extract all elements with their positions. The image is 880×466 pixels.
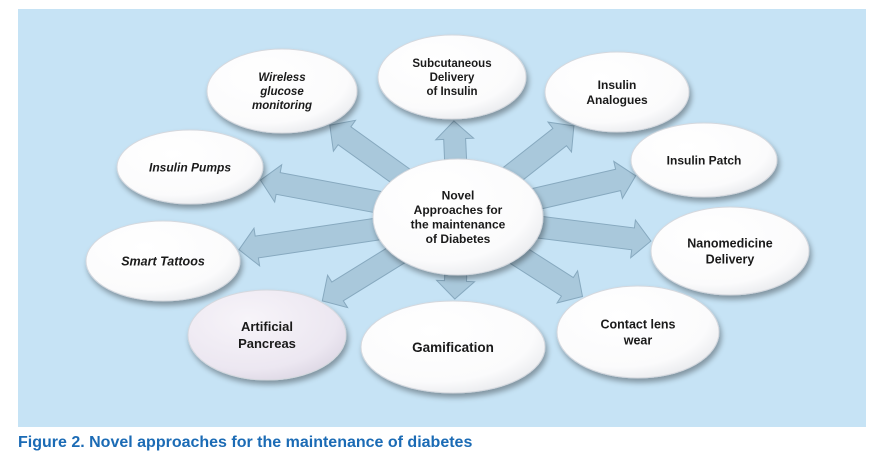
label-insulin-pumps: Insulin Pumps xyxy=(149,160,231,174)
bubble-insulin-analogues xyxy=(544,51,690,133)
bubble-smart-tattoos xyxy=(85,220,241,302)
center-bubble xyxy=(372,158,544,276)
label-wireless-glucose-monitoring: Wireless glucose monitoring xyxy=(252,72,312,112)
label-smart-tattoos: Smart Tattoos xyxy=(121,255,205,269)
label-gamification-line-1: Gamification xyxy=(412,340,494,355)
label-contact-lens-wear-line-2: wear xyxy=(623,334,653,348)
label-nanomedicine-delivery-line-2: Delivery xyxy=(706,253,755,267)
bubble-contact-lens-wear xyxy=(556,285,720,379)
arrow-insulin-patch xyxy=(529,160,637,212)
label-gamification: Gamification xyxy=(412,340,494,355)
arrow-contact-lens-wear xyxy=(508,243,584,304)
bubble-insulin-pumps xyxy=(116,129,264,205)
center-label-line-2: Approaches for xyxy=(414,203,503,217)
arrow-smart-tattoos xyxy=(238,217,384,267)
arrow-wireless-glucose-monitoring xyxy=(329,119,412,189)
figure-caption: Figure 2. Novel approaches for the maint… xyxy=(18,434,473,451)
node-contact-lens-wear: Contact lens wear xyxy=(556,285,720,379)
label-wireless-glucose-monitoring-line-1: Wireless xyxy=(258,72,305,84)
center-label-line-4: of Diabetes xyxy=(426,232,491,246)
label-contact-lens-wear-line-1: Contact lens xyxy=(600,318,675,332)
label-artificial-pancreas-line-1: Artificial xyxy=(241,319,293,334)
label-wireless-glucose-monitoring-line-2: glucose xyxy=(259,86,304,98)
label-smart-tattoos-line-1: Smart Tattoos xyxy=(121,255,205,269)
center-label-line-3: the maintenance xyxy=(411,218,506,232)
label-artificial-pancreas-line-2: Pancreas xyxy=(238,336,296,351)
arrow-artificial-pancreas xyxy=(321,242,407,309)
bubble-insulin-patch xyxy=(630,122,778,198)
arrow-layer xyxy=(238,119,652,309)
arrow-nanomedicine-delivery xyxy=(533,215,652,259)
bubble-artificial-pancreas xyxy=(187,289,347,381)
label-contact-lens-wear: Contact lens wear xyxy=(600,318,675,348)
label-subcutaneous-delivery-of-insulin-line-1: Subcutaneous xyxy=(412,58,491,70)
label-subcutaneous-delivery-of-insulin-line-3: of Insulin xyxy=(426,86,477,98)
label-insulin-patch: Insulin Patch xyxy=(667,153,742,167)
label-insulin-patch-line-1: Insulin Patch xyxy=(667,153,742,167)
bubble-gamification xyxy=(360,300,546,394)
bubble-nanomedicine-delivery xyxy=(650,206,810,296)
node-gamification: Gamification xyxy=(360,300,546,394)
label-wireless-glucose-monitoring-line-3: monitoring xyxy=(252,100,312,112)
node-wireless-glucose-monitoring: Wireless glucose monitoring xyxy=(206,48,358,134)
node-insulin-patch: Insulin Patch xyxy=(630,122,778,198)
arrow-insulin-analogues xyxy=(501,121,575,187)
bubble-subcutaneous-delivery-of-insulin xyxy=(377,34,527,120)
bubble-wireless-glucose-monitoring xyxy=(206,48,358,134)
label-nanomedicine-delivery-line-1: Nanomedicine xyxy=(687,237,772,251)
arrow-insulin-pumps xyxy=(259,163,385,215)
center-label-line-1: Novel xyxy=(442,189,475,203)
node-insulin-pumps: Insulin Pumps xyxy=(116,129,264,205)
label-subcutaneous-delivery-of-insulin-line-2: Delivery xyxy=(430,72,475,84)
node-smart-tattoos: Smart Tattoos xyxy=(85,220,241,302)
label-insulin-pumps-line-1: Insulin Pumps xyxy=(149,160,231,174)
label-insulin-analogues-line-1: Insulin xyxy=(598,78,637,92)
label-insulin-analogues-line-2: Analogues xyxy=(586,93,648,107)
